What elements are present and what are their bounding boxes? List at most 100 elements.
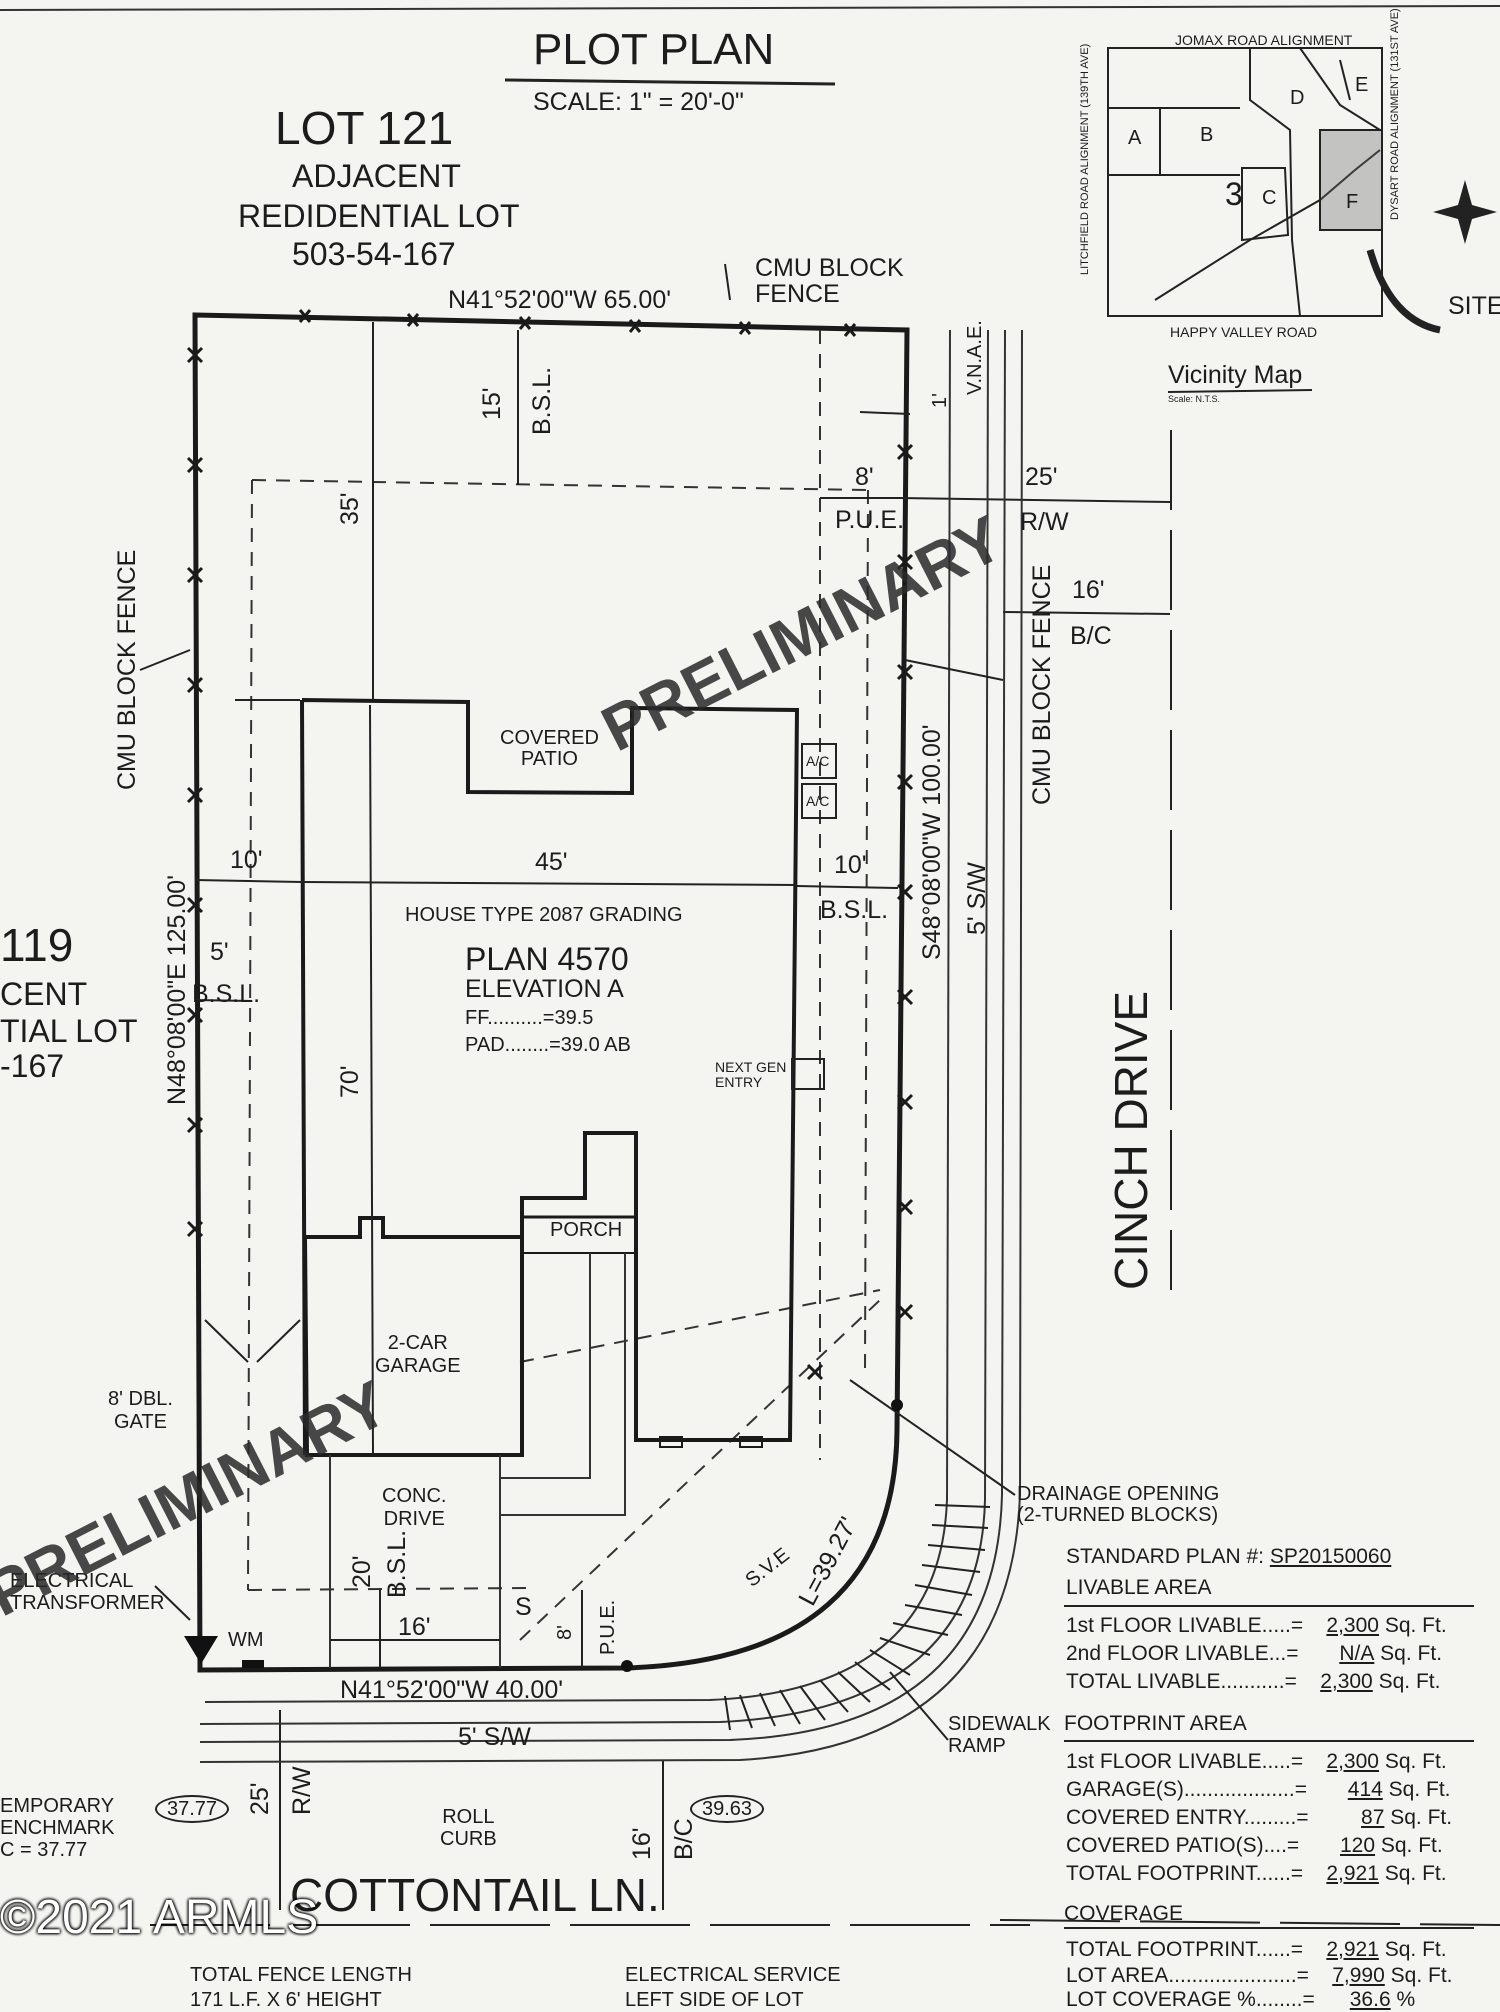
- vicinity-site-label: SITE: [1448, 292, 1500, 320]
- rw-b-label: R/W: [288, 1766, 316, 1815]
- table-row: LOT COVERAGE %........= 36.6 %: [1066, 1988, 1416, 2011]
- house-footprint: [300, 698, 800, 1457]
- pue-b-label: P.U.E.: [597, 1599, 619, 1655]
- table-row: COVERED ENTRY.........= 87 Sq. Ft.: [1066, 1806, 1453, 1829]
- rw-25b-dim: 25': [246, 1782, 274, 1815]
- lot-119-number: 119: [0, 919, 74, 971]
- temporary-benchmark-label: EMPORARY ENCHMARK C = 37.77: [0, 1795, 115, 1861]
- cmu-fence-top-label: CMU BLOCK FENCE: [755, 254, 904, 309]
- one-ft-dim: 1': [929, 393, 951, 408]
- lot-121-line2: REDIDENTIAL LOT: [238, 198, 520, 234]
- north-arrow: [1433, 180, 1497, 244]
- house-45-dim: 45': [535, 848, 568, 876]
- s-label: S: [515, 1593, 532, 1621]
- sidewalk-east-label: 5' S/W: [963, 862, 991, 935]
- bc-16b-dim: 16': [628, 1827, 656, 1860]
- sidewalk-ramp-label: SIDEWALK RAMP: [948, 1713, 1051, 1757]
- fence-length-label: TOTAL FENCE LENGTH: [190, 1964, 412, 1986]
- covered-patio-label: COVERED PATIO: [500, 727, 599, 770]
- pue-8b-dim: 8': [554, 1625, 576, 1640]
- vicinity-map: [1107, 47, 1441, 334]
- drainage-opening-label: DRAINAGE OPENING (2-TURNED BLOCKS): [1017, 1483, 1220, 1526]
- lot-121-number: LOT 121: [275, 102, 454, 154]
- west-boundary-bearing: N48°08'00"E 125.00': [163, 875, 191, 1105]
- finished-floor-label: FF..........=39.5: [465, 1007, 594, 1029]
- pad-label: PAD........=39.0 AB: [465, 1034, 631, 1056]
- porch-label: PORCH: [550, 1219, 623, 1241]
- front-20-dim: 20': [348, 1555, 376, 1588]
- lot-boundary: [192, 312, 910, 1673]
- vicinity-parcel-d: D: [1290, 87, 1305, 109]
- table-row: GARAGE(S)...................= 414 Sq. Ft…: [1066, 1778, 1451, 1801]
- pue-8-dim: 8': [855, 463, 874, 491]
- vicinity-road-right: DYSART ROAD ALIGNMENT (131ST AVE): [1389, 8, 1401, 220]
- side-5-bsl-label: B.S.L.: [192, 980, 261, 1008]
- bc-16-dim: 16': [1072, 576, 1105, 604]
- lot-119-line1: CENT: [0, 976, 88, 1012]
- street-cottontail-lane: COTTONTAIL LN.: [290, 1869, 660, 1921]
- vicinity-number: 3: [1225, 176, 1243, 212]
- front-bsl-label: B.S.L.: [383, 1529, 411, 1598]
- table-row: 1st FLOOR LIVABLE.....= 2,300 Sq. Ft.: [1066, 1750, 1447, 1773]
- fence-length-value: 171 L.F. X 6' HEIGHT: [190, 1989, 382, 2011]
- concrete-drive-label: CONC. DRIVE: [382, 1485, 447, 1530]
- plan-number-label: PLAN 4570: [465, 941, 629, 977]
- lot-121-line1: ADJACENT: [292, 158, 461, 194]
- pue-label: P.U.E.: [835, 506, 905, 534]
- table-row: TOTAL FOOTPRINT......= 2,921 Sq. Ft.: [1066, 1938, 1447, 1961]
- east-boundary-bearing: S48°08'00"W 100.00': [918, 724, 946, 960]
- benchmark-elevation-1: 37.77: [155, 1795, 230, 1823]
- rw-25-dim: 25': [1025, 463, 1058, 491]
- plot-plan-title: PLOT PLAN: [533, 25, 775, 74]
- vicinity-parcel-c: C: [1262, 187, 1277, 209]
- standard-plan-row: STANDARD PLAN #: SP20150060: [1066, 1545, 1391, 1569]
- vicinity-parcel-b: B: [1200, 124, 1214, 146]
- roll-curb-label: ROLL CURB: [440, 1806, 497, 1850]
- vicinity-map-scale: Scale: N.T.S.: [1168, 394, 1221, 404]
- vicinity-parcel-f: F: [1346, 191, 1359, 213]
- bc-label: B/C: [1070, 622, 1112, 650]
- elevation-label: ELEVATION A: [465, 975, 624, 1003]
- footprint-area-title: FOOTPRINT AREA: [1064, 1712, 1247, 1735]
- table-row: LOT AREA......................= 7,990 Sq…: [1066, 1964, 1453, 1987]
- livable-area-title: LIVABLE AREA: [1066, 1576, 1212, 1599]
- ac-unit-2-label: A/C: [806, 793, 830, 809]
- vicinity-road-left: LITCHFIELD ROAD ALIGNMENT (139TH AVE): [1079, 43, 1091, 275]
- vnae-label: V.N.A.E.: [964, 320, 986, 395]
- side-10-right-dim: 10': [834, 851, 867, 879]
- coverage-title: COVERAGE: [1064, 1902, 1184, 1925]
- transformer-symbol: [184, 1636, 218, 1664]
- vicinity-parcel-a: A: [1128, 127, 1142, 149]
- house-70-dim: 70': [336, 1065, 364, 1098]
- ac-unit-1-label: A/C: [806, 753, 830, 769]
- electrical-service-label: ELECTRICAL SERVICE: [625, 1964, 841, 1986]
- lot-121-apn: 503-54-167: [292, 236, 456, 272]
- vicinity-road-bottom: HAPPY VALLEY ROAD: [1170, 324, 1318, 340]
- south-boundary-bearing: N41°52'00"W 40.00': [340, 1676, 563, 1704]
- drive-16-dim: 16': [398, 1613, 431, 1641]
- cmu-fence-right-label: CMU BLOCK FENCE: [1028, 564, 1056, 805]
- garage-label: 2-CAR GARAGE: [375, 1332, 461, 1377]
- street-cinch-drive: CINCH DRIVE: [1105, 990, 1157, 1290]
- rw-label: R/W: [1020, 508, 1069, 536]
- side-5-dim: 5': [210, 938, 229, 966]
- next-gen-entry-label: NEXT GEN ENTRY: [715, 1059, 787, 1090]
- plot-plan-scale: SCALE: 1" = 20'-0": [533, 88, 744, 116]
- side-bsl-label: B.S.L.: [820, 896, 889, 924]
- setback-line: [247, 479, 869, 1591]
- rear-setback-label: B.S.L.: [528, 366, 556, 435]
- rear-setback-dim: 15': [478, 387, 506, 420]
- title-underline: [504, 78, 836, 86]
- north-boundary-bearing: N41°52'00"W 65.00': [448, 286, 671, 314]
- table-row: 2nd FLOOR LIVABLE...= N/A Sq. Ft.: [1066, 1642, 1443, 1665]
- standard-plan-value: SP20150060: [1269, 1545, 1392, 1568]
- side-10-left-dim: 10': [230, 846, 263, 874]
- bc-b-label: B/C: [670, 1818, 698, 1860]
- table-row: COVERED PATIO(S)....= 120 Sq. Ft.: [1066, 1834, 1443, 1857]
- vicinity-map-title: Vicinity Map: [1168, 361, 1303, 389]
- vicinity-road-top: JOMAX ROAD ALIGNMENT: [1175, 32, 1353, 48]
- table-row: TOTAL FOOTPRINT......= 2,921 Sq. Ft.: [1066, 1862, 1447, 1885]
- table-row: 1st FLOOR LIVABLE.....= 2,300 Sq. Ft.: [1066, 1614, 1447, 1637]
- lot-119-apn: -167: [0, 1048, 65, 1084]
